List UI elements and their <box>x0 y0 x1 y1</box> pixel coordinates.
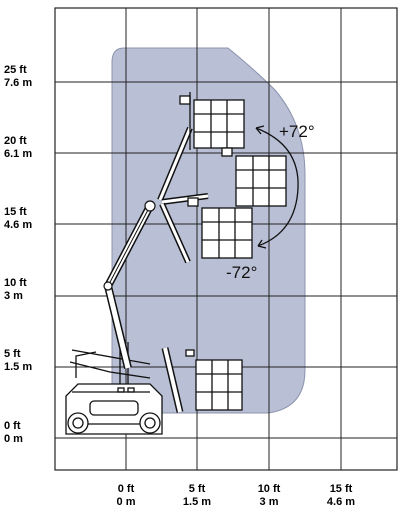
lift-boom <box>103 126 209 369</box>
rotation-arc <box>255 125 299 249</box>
platform-rotated-down <box>187 197 253 259</box>
lift-chassis <box>65 342 163 435</box>
arrow-down-icon <box>257 239 267 249</box>
rotation-down-label: -72° <box>226 263 258 282</box>
rotation-up-label: +72° <box>279 122 315 141</box>
platform-raised-up <box>179 92 245 150</box>
wheels <box>67 412 161 434</box>
platform-level <box>221 147 287 207</box>
platform-stowed <box>161 347 243 413</box>
arrow-up-icon <box>255 125 265 135</box>
